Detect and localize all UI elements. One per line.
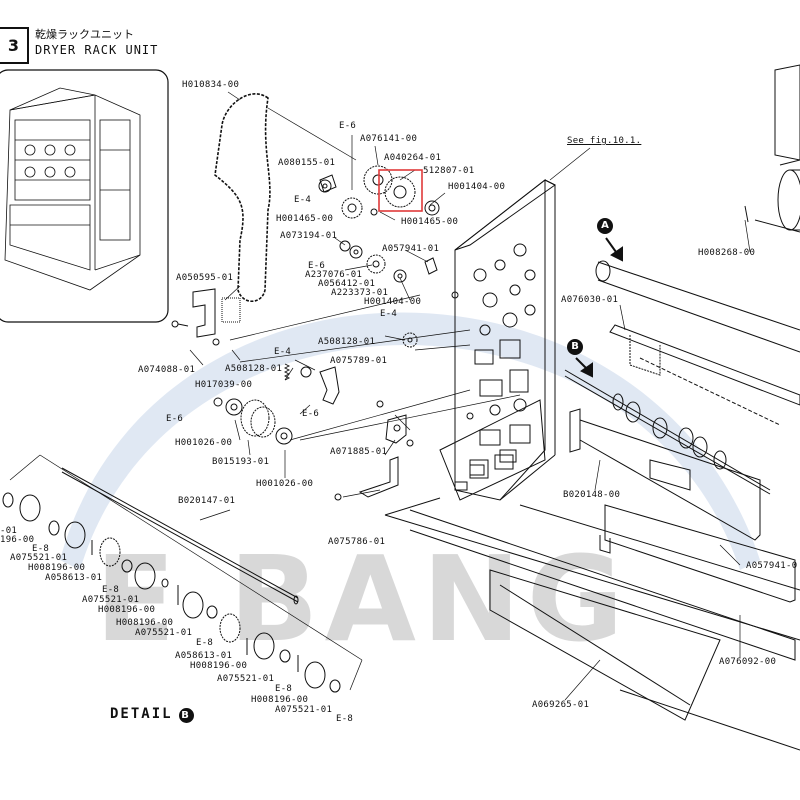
title-japanese: 乾燥ラックユニット <box>35 28 134 41</box>
tray-a076092 <box>409 509 796 661</box>
fasteners <box>171 291 474 501</box>
detail-label-d7: E-8 <box>102 585 120 595</box>
label-h008268-00: H008268-00 <box>698 248 756 258</box>
detail-label-d10: H008196-00 <box>116 618 174 628</box>
label-e-6: E-6 <box>308 261 326 271</box>
bracket-a075786 <box>358 456 399 498</box>
detail-b-shaft <box>564 369 771 495</box>
detail-b-parts <box>2 492 341 693</box>
label-e-4: E-4 <box>274 347 292 357</box>
label-a076092-00: A076092-00 <box>719 657 777 667</box>
label-a075789-01: A075789-01 <box>330 356 388 366</box>
overview-inset-frame <box>0 69 169 323</box>
upper-gear-cluster <box>318 165 440 348</box>
detail-b-title: DETAIL B <box>110 706 194 723</box>
arrows <box>575 237 623 378</box>
detail-label-d14: H008196-00 <box>190 661 248 671</box>
detail-b-frame <box>9 454 363 691</box>
label-512807-01: 512807-01 <box>423 166 475 176</box>
label-a237076-01: A237076-01 <box>305 270 363 280</box>
overview-unit-illustration <box>4 87 141 291</box>
lower-gear-group <box>225 398 293 445</box>
detail-label-d5: H008196-00 <box>28 563 86 573</box>
label-e-6: E-6 <box>339 121 357 131</box>
lever-a075789 <box>300 366 340 405</box>
highlight-box <box>378 169 423 212</box>
chain-belt <box>214 93 271 303</box>
detail-label-d1: -01 <box>0 526 18 536</box>
label-e-6: E-6 <box>302 409 320 419</box>
see-fig-reference: See fig.10.1. <box>567 136 642 146</box>
label-a071885-01: A071885-01 <box>330 447 388 457</box>
detail-label-d11: A075521-01 <box>135 628 193 638</box>
label-b020147-01: B020147-01 <box>178 496 236 506</box>
detail-label-d8: A075521-01 <box>82 595 140 605</box>
label-a057941-01: A057941-01 <box>382 244 440 254</box>
spring <box>283 363 291 381</box>
marker-b: B <box>567 339 583 355</box>
label-h001026-00-upper: H001026-00 <box>175 438 233 448</box>
label-h010834-00: H010834-00 <box>182 80 240 90</box>
right-roller-top <box>744 64 800 233</box>
label-e-4: E-4 <box>380 309 398 319</box>
label-a223373-01: A223373-01 <box>331 288 389 298</box>
leader-lines <box>189 91 751 701</box>
label-h001404-00: H001404-00 <box>448 182 506 192</box>
label-a074088-01: A074088-01 <box>138 365 196 375</box>
page-title: DRYER RACK UNIT <box>35 43 159 57</box>
label-a056412-01: A056412-01 <box>318 279 376 289</box>
label-e-6: E-6 <box>166 414 184 424</box>
right-roller-a <box>595 260 800 353</box>
main-side-plate <box>454 178 556 501</box>
label-a073194-01: A073194-01 <box>280 231 338 241</box>
section-number: 3 <box>7 36 20 55</box>
label-a508128-01: A508128-01 <box>318 337 376 347</box>
detail-label-d18: A075521-01 <box>275 705 333 715</box>
detail-label-d3: E-8 <box>32 544 50 554</box>
label-h001465-00-right: H001465-00 <box>401 217 459 227</box>
lower-side-plate <box>439 399 546 501</box>
detail-label-d6: A058613-01 <box>45 573 103 583</box>
label-a508128-01: A508128-01 <box>225 364 283 374</box>
tray-a069265 <box>489 569 721 721</box>
detail-marker: B <box>178 708 194 723</box>
detail-label-d17: H008196-00 <box>251 695 309 705</box>
label-a057941-0: A057941-0 <box>746 561 798 571</box>
bracket-b020148 <box>569 408 761 541</box>
detail-label-d16: E-8 <box>275 684 293 694</box>
watermark-text: E BANG <box>95 530 630 668</box>
label-a076141-00: A076141-00 <box>360 134 418 144</box>
label-h001026-00-lower: H001026-00 <box>256 479 314 489</box>
detail-label-d19: E-8 <box>336 714 354 724</box>
label-a075786-01: A075786-01 <box>328 537 386 547</box>
label-e-4: E-4 <box>294 195 312 205</box>
detail-label-d12: E-8 <box>196 638 214 648</box>
section-number-box: 3 <box>0 27 29 64</box>
marker-a: A <box>597 218 613 234</box>
label-b020148-00: B020148-00 <box>563 490 621 500</box>
label-a040264-01: A040264-01 <box>384 153 442 163</box>
detail-label-d13: A058613-01 <box>175 651 233 661</box>
detail-label-d2: 196-00 <box>0 535 35 545</box>
label-a050595-01: A050595-01 <box>176 273 234 283</box>
label-h017039-00: H017039-00 <box>195 380 253 390</box>
detail-label-d15: A075521-01 <box>217 674 275 684</box>
label-b015193-01: B015193-01 <box>212 457 270 467</box>
bracket-a071885 <box>385 414 407 444</box>
label-h001465-00-left: H001465-00 <box>276 214 334 224</box>
label-a069265-01: A069265-01 <box>532 700 590 710</box>
bracket-a057941 <box>599 504 796 603</box>
label-a076030-01: A076030-01 <box>561 295 619 305</box>
detail-title-text: DETAIL <box>110 706 173 722</box>
detail-label-d4: A075521-01 <box>10 553 68 563</box>
bracket-a050595 <box>192 288 241 338</box>
panel-outline <box>384 497 800 751</box>
detail-label-d9: H008196-00 <box>98 605 156 615</box>
label-a080155-01: A080155-01 <box>278 158 336 168</box>
label-h001404-00: H001404-00 <box>364 297 422 307</box>
cover-a076030 <box>609 324 800 426</box>
